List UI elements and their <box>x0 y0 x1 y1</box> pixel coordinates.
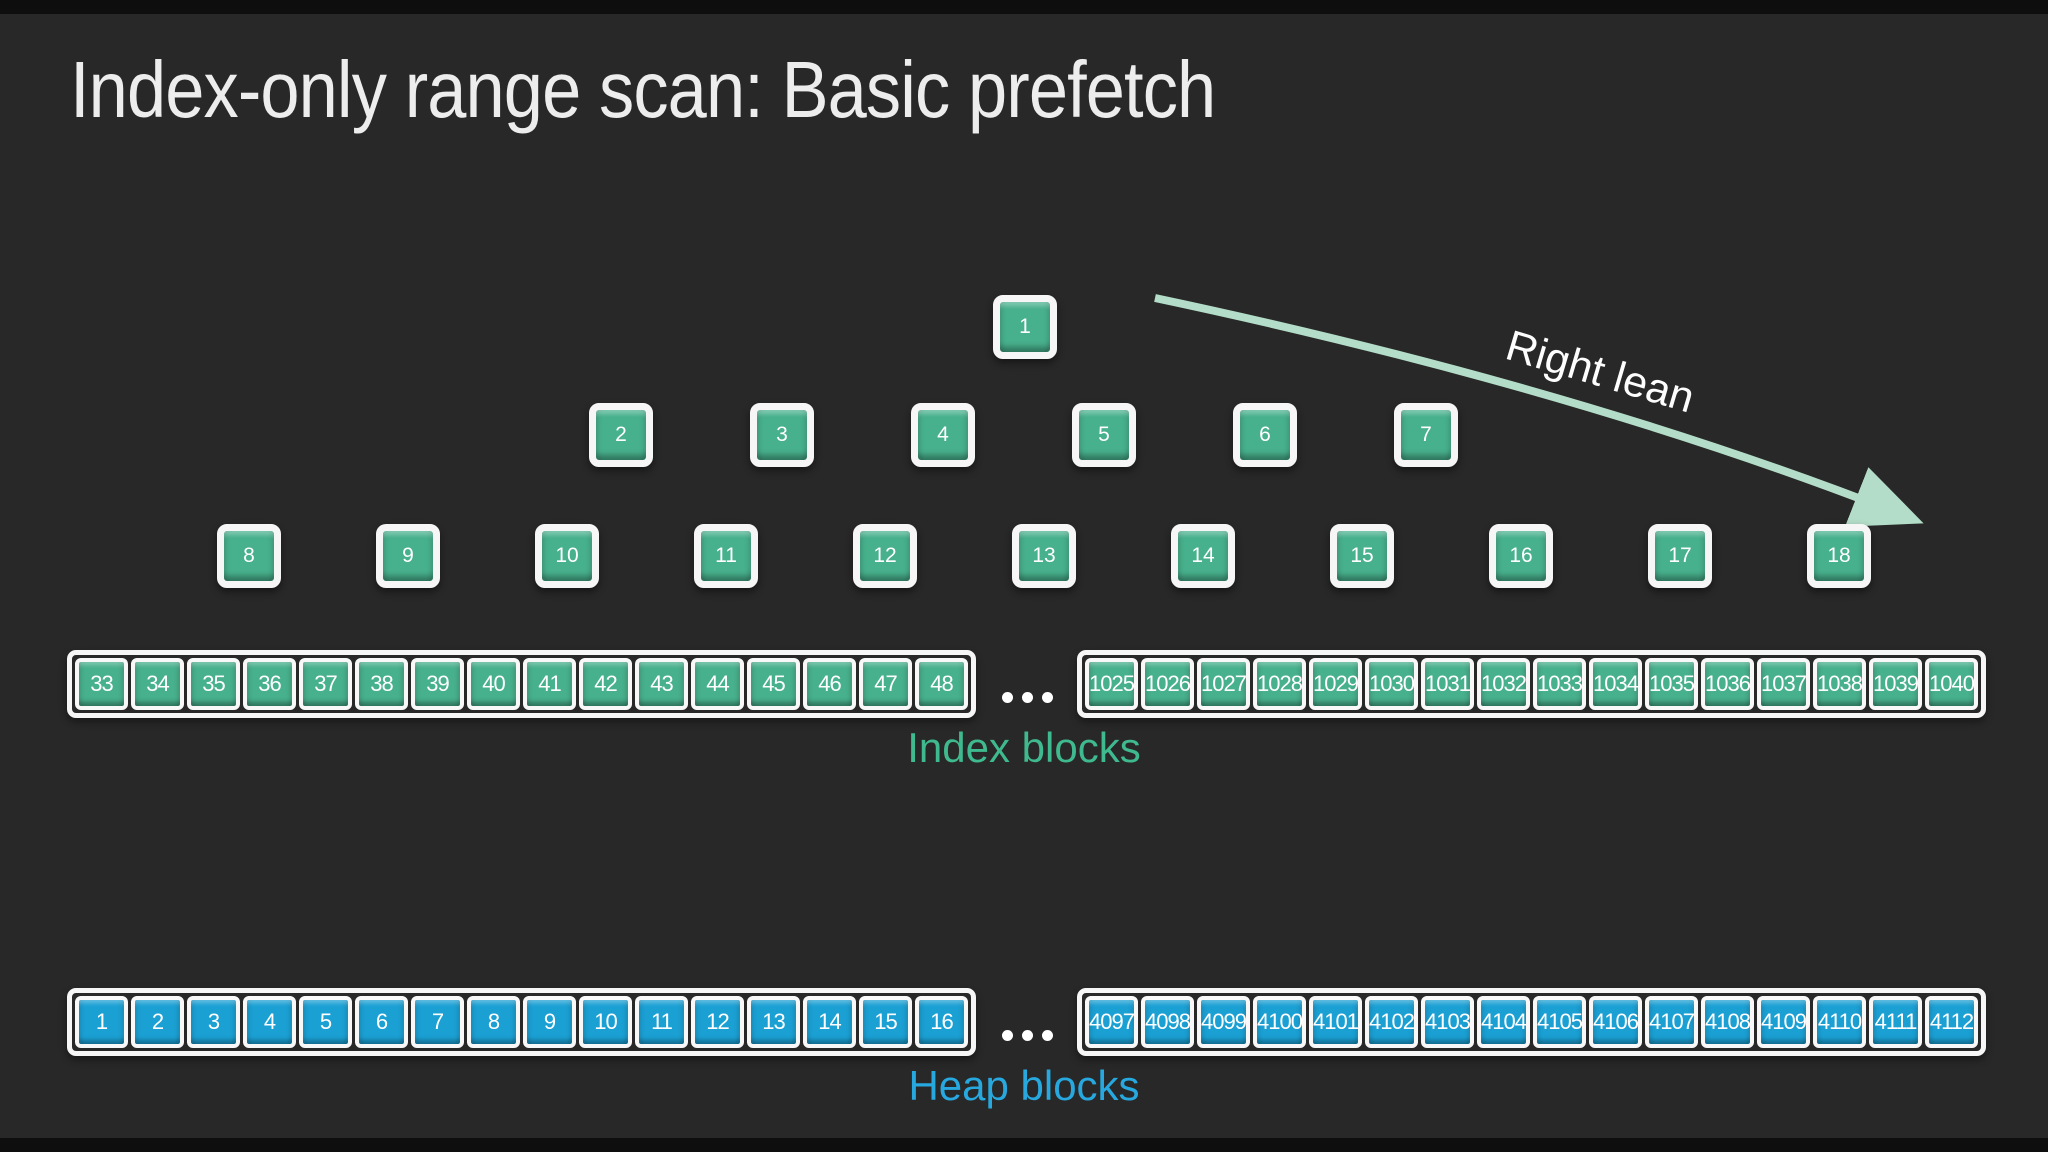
heap-block: 4107 <box>1645 996 1698 1048</box>
heap-block: 9 <box>523 996 576 1048</box>
heap-block: 11 <box>635 996 688 1048</box>
index-block: 1038 <box>1813 658 1866 710</box>
tree-node: 9 <box>376 524 440 588</box>
tree-node: 14 <box>1171 524 1235 588</box>
index-block: 43 <box>635 658 688 710</box>
heap-block: 4101 <box>1309 996 1362 1048</box>
heap-block: 4112 <box>1925 996 1978 1048</box>
heap-block: 1 <box>75 996 128 1048</box>
tree-level-1: 1 <box>993 295 1057 359</box>
heap-block: 3 <box>187 996 240 1048</box>
index-block: 1033 <box>1533 658 1586 710</box>
tree-node: 2 <box>589 403 653 467</box>
tree-node: 15 <box>1330 524 1394 588</box>
heap-block: 4099 <box>1197 996 1250 1048</box>
heap-block: 10 <box>579 996 632 1048</box>
index-block: 36 <box>243 658 296 710</box>
heap-block: 15 <box>859 996 912 1048</box>
heap-block: 4104 <box>1477 996 1530 1048</box>
heap-block: 4108 <box>1701 996 1754 1048</box>
heap-blocks-label: Heap blocks <box>908 1062 1140 1109</box>
index-block: 39 <box>411 658 464 710</box>
heap-block: 5 <box>299 996 352 1048</box>
index-block: 38 <box>355 658 408 710</box>
index-blocks-label: Index blocks <box>907 724 1141 771</box>
index-block: 45 <box>747 658 800 710</box>
index-block: 35 <box>187 658 240 710</box>
tree-level-3: 8 9 10 11 12 13 14 15 16 17 18 <box>217 524 1871 588</box>
tree-node: 5 <box>1072 403 1136 467</box>
heap-block: 4100 <box>1253 996 1306 1048</box>
right-lean-label: Right lean <box>1500 321 1700 423</box>
tree-level-2: 2 3 4 5 6 7 <box>589 403 1458 467</box>
index-block: 1039 <box>1869 658 1922 710</box>
tree-node: 13 <box>1012 524 1076 588</box>
index-block: 48 <box>915 658 968 710</box>
index-block: 1029 <box>1309 658 1362 710</box>
tree-node: 16 <box>1489 524 1553 588</box>
index-block: 1028 <box>1253 658 1306 710</box>
letterbox-top <box>0 0 2048 14</box>
index-block: 44 <box>691 658 744 710</box>
heap-block: 14 <box>803 996 856 1048</box>
tree-node: 7 <box>1394 403 1458 467</box>
heap-block: 4103 <box>1421 996 1474 1048</box>
index-block: 46 <box>803 658 856 710</box>
tree-node: 18 <box>1807 524 1871 588</box>
tree-node: 8 <box>217 524 281 588</box>
heap-block: 4097 <box>1085 996 1138 1048</box>
heap-block: 4109 <box>1757 996 1810 1048</box>
heap-block: 7 <box>411 996 464 1048</box>
index-block: 1030 <box>1365 658 1418 710</box>
index-block: 41 <box>523 658 576 710</box>
tree-node: 6 <box>1233 403 1297 467</box>
index-block: 1037 <box>1757 658 1810 710</box>
heap-block: 4111 <box>1869 996 1922 1048</box>
heap-block: 4102 <box>1365 996 1418 1048</box>
tree-node: 11 <box>694 524 758 588</box>
heap-block: 4098 <box>1141 996 1194 1048</box>
index-block: 1036 <box>1701 658 1754 710</box>
index-block: 1027 <box>1197 658 1250 710</box>
tree-node: 1 <box>993 295 1057 359</box>
tree-node: 12 <box>853 524 917 588</box>
letterbox-bottom <box>0 1138 2048 1152</box>
tree-node: 4 <box>911 403 975 467</box>
index-block: 1025 <box>1085 658 1138 710</box>
index-ellipsis <box>1002 692 1053 703</box>
heap-block: 2 <box>131 996 184 1048</box>
heap-block: 16 <box>915 996 968 1048</box>
tree-node: 10 <box>535 524 599 588</box>
heap-ellipsis <box>1002 1030 1053 1041</box>
index-block: 1034 <box>1589 658 1642 710</box>
heap-block: 12 <box>691 996 744 1048</box>
slide-title: Index-only range scan: Basic prefetch <box>70 45 1216 134</box>
heap-block: 4106 <box>1589 996 1642 1048</box>
heap-block: 4105 <box>1533 996 1586 1048</box>
heap-block: 6 <box>355 996 408 1048</box>
index-block: 40 <box>467 658 520 710</box>
tree-node: 17 <box>1648 524 1712 588</box>
index-block: 1031 <box>1421 658 1474 710</box>
tree-node: 3 <box>750 403 814 467</box>
index-block: 33 <box>75 658 128 710</box>
index-block: 1040 <box>1925 658 1978 710</box>
index-block: 47 <box>859 658 912 710</box>
heap-block: 4 <box>243 996 296 1048</box>
index-block: 42 <box>579 658 632 710</box>
index-block: 1032 <box>1477 658 1530 710</box>
index-block: 1026 <box>1141 658 1194 710</box>
heap-block: 4110 <box>1813 996 1866 1048</box>
heap-block: 13 <box>747 996 800 1048</box>
heap-block: 8 <box>467 996 520 1048</box>
index-block: 34 <box>131 658 184 710</box>
index-block: 1035 <box>1645 658 1698 710</box>
index-block: 37 <box>299 658 352 710</box>
